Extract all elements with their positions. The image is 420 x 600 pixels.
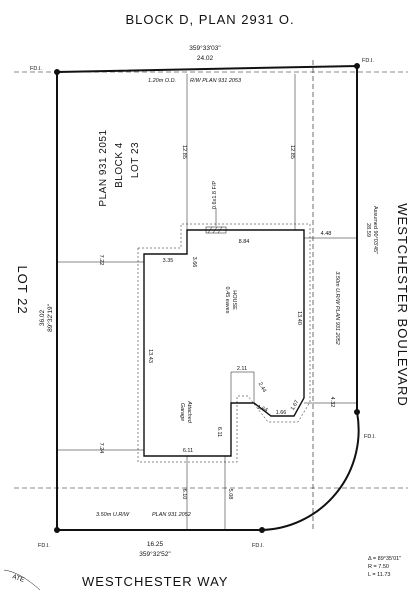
- fireplace-hatch: [205, 226, 227, 234]
- lot23-block: BLOCK 4: [114, 142, 125, 188]
- house-eaves: 0.45 eaves: [224, 287, 230, 314]
- dim-angle-1-66: 1.66: [276, 410, 287, 416]
- top-length: 24.02: [197, 55, 214, 62]
- dim-front-left: 12.85: [181, 145, 187, 159]
- top-easement-rw: R/W PLAN 931 2053: [190, 78, 242, 84]
- lot23-plan: PLAN 931 2051: [98, 129, 109, 206]
- right-assumed: Assumed 90°03'45": [372, 206, 378, 254]
- right-easement-label: 3.50m U.R/W PLAN 931 2052: [334, 271, 340, 344]
- bottom-easement-plan: PLAN 931 2052: [152, 512, 191, 518]
- house-outline: [143, 229, 305, 457]
- dim-left-upper: 7.22: [98, 255, 104, 266]
- left-bearing: 89°32'19": [46, 303, 54, 332]
- dim-width-top: 8.84: [239, 239, 250, 245]
- curve-length: L = 11.73: [368, 572, 390, 578]
- curve-delta: Δ = 89°35'01": [368, 556, 401, 562]
- property-boundary: [56, 64, 360, 531]
- svg-text:FD.I.: FD.I.: [30, 66, 42, 72]
- top-easement-od: 1.20m O.D.: [148, 78, 176, 84]
- svg-text:FD.I.: FD.I.: [38, 543, 50, 549]
- curve-radius: R = 7.50: [368, 564, 389, 570]
- dim-front-right: 12.85: [289, 145, 295, 159]
- dim-notch-2-11: 2.11: [237, 366, 247, 372]
- dim-right-4-32: 4.32: [329, 397, 335, 408]
- top-bearing: 359°33'03": [189, 44, 221, 52]
- corner-arc: [3, 569, 41, 591]
- corner-stamp: ATE: [11, 573, 25, 584]
- lot23-label: LOT 23: [130, 142, 141, 178]
- eaves-outline: [137, 223, 311, 463]
- dim-left-13-43: 13.43: [147, 349, 153, 363]
- lot22-label: LOT 22: [15, 265, 30, 314]
- garage-label-2: Garage: [179, 403, 185, 421]
- fireplace-label: 0.6x1.8 F/P: [212, 181, 218, 209]
- svg-text:FD.I.: FD.I.: [252, 543, 264, 549]
- dim-garage-6-11a: 6.11: [216, 427, 222, 437]
- dim-rear-5-08: 5.08: [227, 489, 233, 500]
- garage-label-1: Attached: [186, 400, 192, 424]
- dim-angle-1-64: 1.64: [256, 404, 268, 413]
- dim-garage-6-11b: 6.11: [183, 448, 193, 454]
- bottom-bearing: 359°32'52": [139, 550, 171, 558]
- dim-rear-6-10: 6.10: [181, 489, 187, 500]
- fd-marker-bottom-left: FD.I.: [38, 527, 60, 549]
- street-bottom: WESTCHESTER WAY: [82, 574, 228, 589]
- dim-notch-2-44: 2.44: [257, 381, 268, 393]
- fd-marker-top-left: FD.I.: [30, 66, 60, 75]
- right-length: 28.59: [365, 223, 371, 237]
- left-length: 36.02: [39, 309, 46, 326]
- dim-right-13-40: 13.40: [296, 311, 302, 325]
- fd-marker-right: FD.I.: [354, 409, 376, 440]
- house-label: HOUSE: [231, 290, 237, 310]
- house-notch: [230, 371, 255, 403]
- dim-angle-1-67: 1.67: [290, 399, 301, 411]
- dim-side-right: 4.48: [321, 231, 332, 237]
- svg-text:FD.I.: FD.I.: [362, 58, 374, 64]
- block-title: BLOCK D, PLAN 2931 O.: [125, 12, 294, 27]
- dim-jog-3-35: 3.35: [163, 258, 174, 264]
- fd-marker-bottom-right: FD.I.: [252, 527, 265, 549]
- dim-left-lower: 7.24: [98, 443, 104, 454]
- bottom-length: 16.25: [147, 541, 164, 548]
- dim-jog-3-66: 3.66: [191, 257, 197, 268]
- bottom-easement-label: 3.50m U.R/W: [96, 512, 130, 518]
- fd-marker-top-right: FD.I.: [354, 58, 374, 69]
- svg-text:FD.I.: FD.I.: [364, 434, 376, 440]
- street-right: WESTCHESTER BOULEVARD: [395, 203, 410, 407]
